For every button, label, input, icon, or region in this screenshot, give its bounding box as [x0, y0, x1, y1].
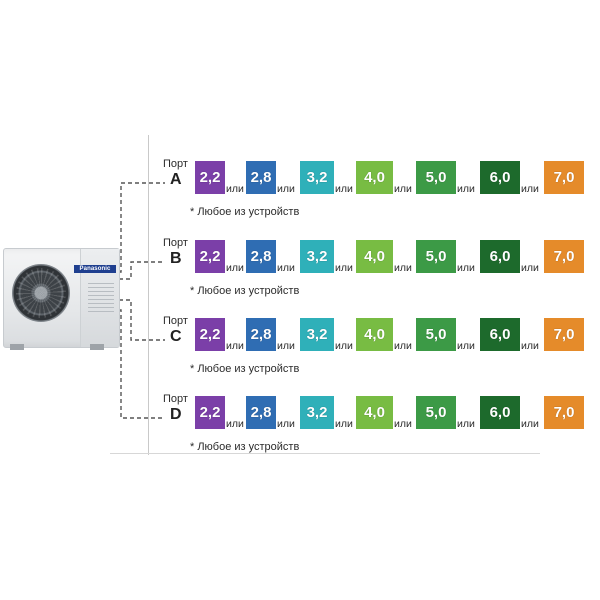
capacity-box: 7,0 [544, 318, 584, 351]
capacity-box: 2,8 [246, 318, 276, 351]
or-separator: или [394, 418, 412, 430]
capacity-box: 6,0 [480, 240, 520, 273]
capacity-box: 4,0 [356, 161, 393, 194]
capacity-box: 2,8 [246, 396, 276, 429]
connection-line-d [112, 309, 165, 419]
capacity-box: 3,2 [300, 161, 334, 194]
or-separator: или [394, 262, 412, 274]
any-device-note: * Любое из устройств [190, 285, 300, 297]
vertical-divider [148, 135, 149, 455]
or-separator: или [394, 340, 412, 352]
or-separator: или [335, 340, 353, 352]
or-separator: или [226, 340, 244, 352]
any-device-note: * Любое из устройств [190, 363, 300, 375]
brand-logo: Panasonic [74, 265, 116, 273]
port-letter-d: D [170, 406, 182, 423]
capacity-box: 7,0 [544, 240, 584, 273]
capacity-box: 4,0 [356, 318, 393, 351]
or-separator: или [335, 418, 353, 430]
port-letter-a: A [170, 171, 182, 188]
or-separator: или [457, 183, 475, 195]
or-separator: или [226, 183, 244, 195]
or-separator: или [277, 418, 295, 430]
capacity-box: 2,8 [246, 161, 276, 194]
capacity-box: 2,2 [195, 396, 225, 429]
connection-line-a [112, 182, 165, 273]
capacity-box: 7,0 [544, 161, 584, 194]
or-separator: или [521, 418, 539, 430]
capacity-box: 5,0 [416, 240, 456, 273]
capacity-box: 6,0 [480, 161, 520, 194]
capacity-box: 4,0 [356, 240, 393, 273]
or-separator: или [277, 183, 295, 195]
fan-icon [12, 264, 70, 322]
capacity-box: 2,2 [195, 240, 225, 273]
or-separator: или [335, 262, 353, 274]
any-device-note: * Любое из устройств [190, 206, 300, 218]
unit-foot-left [10, 344, 24, 350]
or-separator: или [277, 262, 295, 274]
capacity-box: 6,0 [480, 318, 520, 351]
capacity-box: 5,0 [416, 396, 456, 429]
or-separator: или [335, 183, 353, 195]
or-separator: или [521, 183, 539, 195]
port-letter-b: B [170, 250, 182, 267]
capacity-box: 5,0 [416, 318, 456, 351]
or-separator: или [277, 340, 295, 352]
port-label: Порт [163, 158, 188, 170]
capacity-box: 3,2 [300, 318, 334, 351]
port-label: Порт [163, 237, 188, 249]
outdoor-unit-side-panel [80, 249, 119, 347]
port-letter-c: C [170, 328, 182, 345]
grille-icon [88, 283, 114, 313]
or-separator: или [521, 340, 539, 352]
capacity-box: 7,0 [544, 396, 584, 429]
capacity-box: 2,2 [195, 161, 225, 194]
capacity-box: 2,2 [195, 318, 225, 351]
capacity-box: 6,0 [480, 396, 520, 429]
port-label: Порт [163, 393, 188, 405]
or-separator: или [226, 418, 244, 430]
port-label: Порт [163, 315, 188, 327]
or-separator: или [457, 262, 475, 274]
connection-line-c [112, 299, 165, 341]
or-separator: или [457, 340, 475, 352]
capacity-box: 4,0 [356, 396, 393, 429]
or-separator: или [394, 183, 412, 195]
capacity-box: 3,2 [300, 240, 334, 273]
unit-foot-right [90, 344, 104, 350]
or-separator: или [521, 262, 539, 274]
any-device-note: * Любое из устройств [190, 441, 300, 453]
capacity-box: 5,0 [416, 161, 456, 194]
outdoor-unit: Panasonic [3, 248, 120, 348]
horizontal-divider [110, 453, 540, 454]
capacity-box: 3,2 [300, 396, 334, 429]
capacity-box: 2,8 [246, 240, 276, 273]
or-separator: или [457, 418, 475, 430]
or-separator: или [226, 262, 244, 274]
